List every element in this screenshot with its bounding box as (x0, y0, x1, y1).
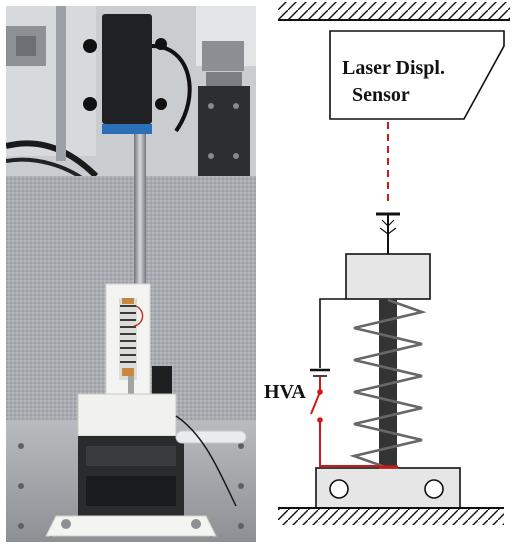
floor-ground (278, 507, 504, 525)
circuit-wire-black (319, 298, 346, 368)
photo-stage-top (202, 41, 244, 71)
setup-photo (6, 6, 256, 542)
schematic-diagram: Laser Displ. Sensor HVA (264, 2, 510, 525)
sensor-label-line2: Sensor (352, 84, 410, 106)
switch-contact-top (317, 389, 323, 395)
laser-sensor-box (329, 30, 505, 120)
spring (349, 298, 427, 470)
switch-contact-bottom (317, 417, 323, 423)
photo-laser-sensor (102, 14, 152, 124)
base-hole-right (424, 479, 444, 499)
photo-stage-body (198, 86, 250, 176)
top-mass-block (345, 253, 431, 300)
ceiling-ground (278, 2, 510, 21)
photo-base-block (77, 393, 177, 437)
reflector-target (376, 212, 400, 254)
sensor-label-line1: Laser Displ. (342, 57, 445, 79)
base-hole-left (329, 479, 349, 499)
hva-label: HVA (264, 381, 306, 403)
photo-support-rod (134, 134, 146, 294)
